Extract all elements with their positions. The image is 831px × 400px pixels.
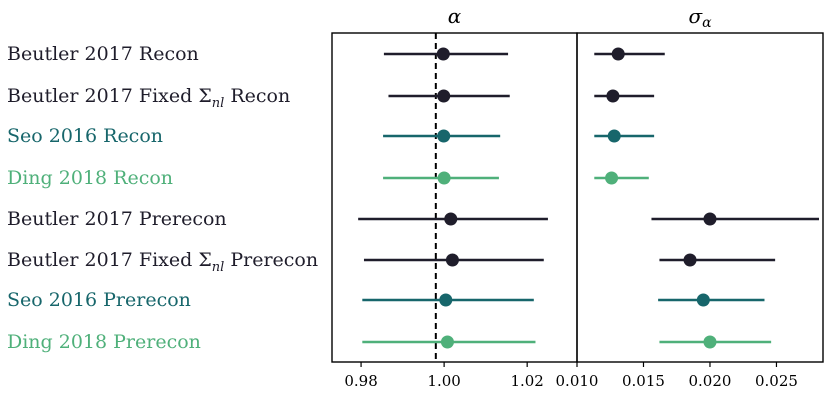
row-label-tail: Prerecon [224, 249, 318, 271]
panel-title: α [448, 4, 462, 28]
x-tick-label: 0.020 [688, 372, 731, 390]
data-point [437, 89, 451, 103]
row-label: Beutler 2017 Fixed Σnl Recon [7, 85, 290, 111]
x-tick-label: 0.98 [344, 372, 377, 390]
data-point [605, 171, 619, 185]
row-label-main: Beutler 2017 Fixed Σ [7, 85, 212, 107]
row-label-main: Seo 2016 Recon [7, 125, 163, 147]
row-label: Beutler 2017 Recon [7, 43, 199, 65]
row-label: Beutler 2017 Fixed Σnl Prerecon [7, 249, 318, 275]
data-point [437, 171, 451, 185]
data-point [439, 293, 453, 307]
data-point [437, 129, 451, 143]
data-point [606, 89, 620, 103]
row-label-subscript: nl [212, 96, 225, 111]
x-tick-label: 0.015 [622, 372, 665, 390]
panel-frame [576, 32, 824, 363]
row-label: Ding 2018 Prerecon [7, 331, 201, 353]
data-point [683, 253, 697, 267]
row-label-main: Beutler 2017 Recon [7, 43, 199, 65]
data-point [607, 129, 621, 143]
data-point [445, 253, 459, 267]
data-point [703, 212, 717, 226]
panel-frame [331, 32, 578, 363]
data-point [703, 335, 717, 349]
panel-title: σα [688, 4, 712, 31]
x-tick-label: 0.010 [556, 372, 599, 390]
row-label-main: Ding 2018 Recon [7, 167, 173, 189]
row-label-main: Ding 2018 Prerecon [7, 331, 201, 353]
x-tick-label: 1.00 [427, 372, 460, 390]
x-tick-label: 1.02 [510, 372, 543, 390]
data-point [696, 293, 710, 307]
data-point [611, 47, 625, 61]
row-label: Seo 2016 Prerecon [7, 289, 191, 311]
row-label-main: Beutler 2017 Fixed Σ [7, 249, 212, 271]
row-label-tail: Recon [224, 85, 290, 107]
data-point [440, 335, 454, 349]
row-label-main: Beutler 2017 Prerecon [7, 208, 227, 230]
data-point [436, 47, 450, 61]
row-label: Beutler 2017 Prerecon [7, 208, 227, 230]
data-point [444, 212, 458, 226]
row-label: Seo 2016 Recon [7, 125, 163, 147]
row-label-main: Seo 2016 Prerecon [7, 289, 191, 311]
x-tick-label: 0.025 [755, 372, 798, 390]
row-label: Ding 2018 Recon [7, 167, 173, 189]
row-label-subscript: nl [212, 260, 225, 275]
